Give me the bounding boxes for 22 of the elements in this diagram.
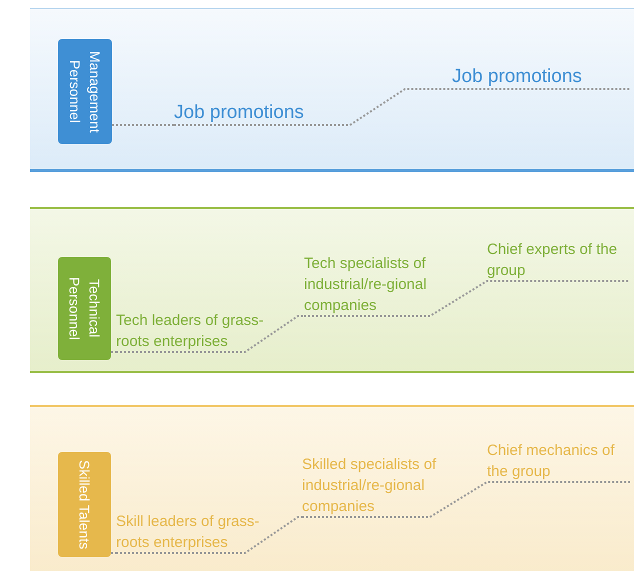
category-label: Skilled Talents: [58, 452, 111, 557]
background-band: [30, 405, 634, 571]
career-stage-text: Skilled specialists of industrial/re-gional companies: [302, 454, 447, 517]
background-band: [30, 8, 634, 172]
dotted-path-line: [111, 351, 116, 353]
dotted-path-line: [112, 124, 174, 126]
category-label: Technical Personnel: [58, 257, 111, 360]
dotted-path-line: [304, 280, 630, 317]
dotted-path-line: [116, 516, 302, 554]
dotted-path-line: [116, 315, 304, 353]
category-label: Management Personnel: [58, 39, 112, 144]
career-stage-text: Job promotions: [452, 65, 630, 89]
career-stage-text: Tech specialists of industrial/re-gional companies: [304, 253, 444, 316]
career-stage-text: Chief mechanics of the group: [487, 440, 630, 482]
career-stage-text: Tech leaders of grass-roots enterprises: [116, 310, 291, 352]
dotted-path-line: [302, 481, 630, 518]
career-stage-text: Chief experts of the group: [487, 239, 630, 281]
dotted-path-line: [174, 88, 630, 126]
career-stage-text: Job promotions: [174, 101, 344, 125]
background-band: [30, 207, 634, 373]
dotted-path-line: [111, 552, 116, 554]
career-stage-text: Skill leaders of grass-roots enterprises: [116, 511, 291, 553]
